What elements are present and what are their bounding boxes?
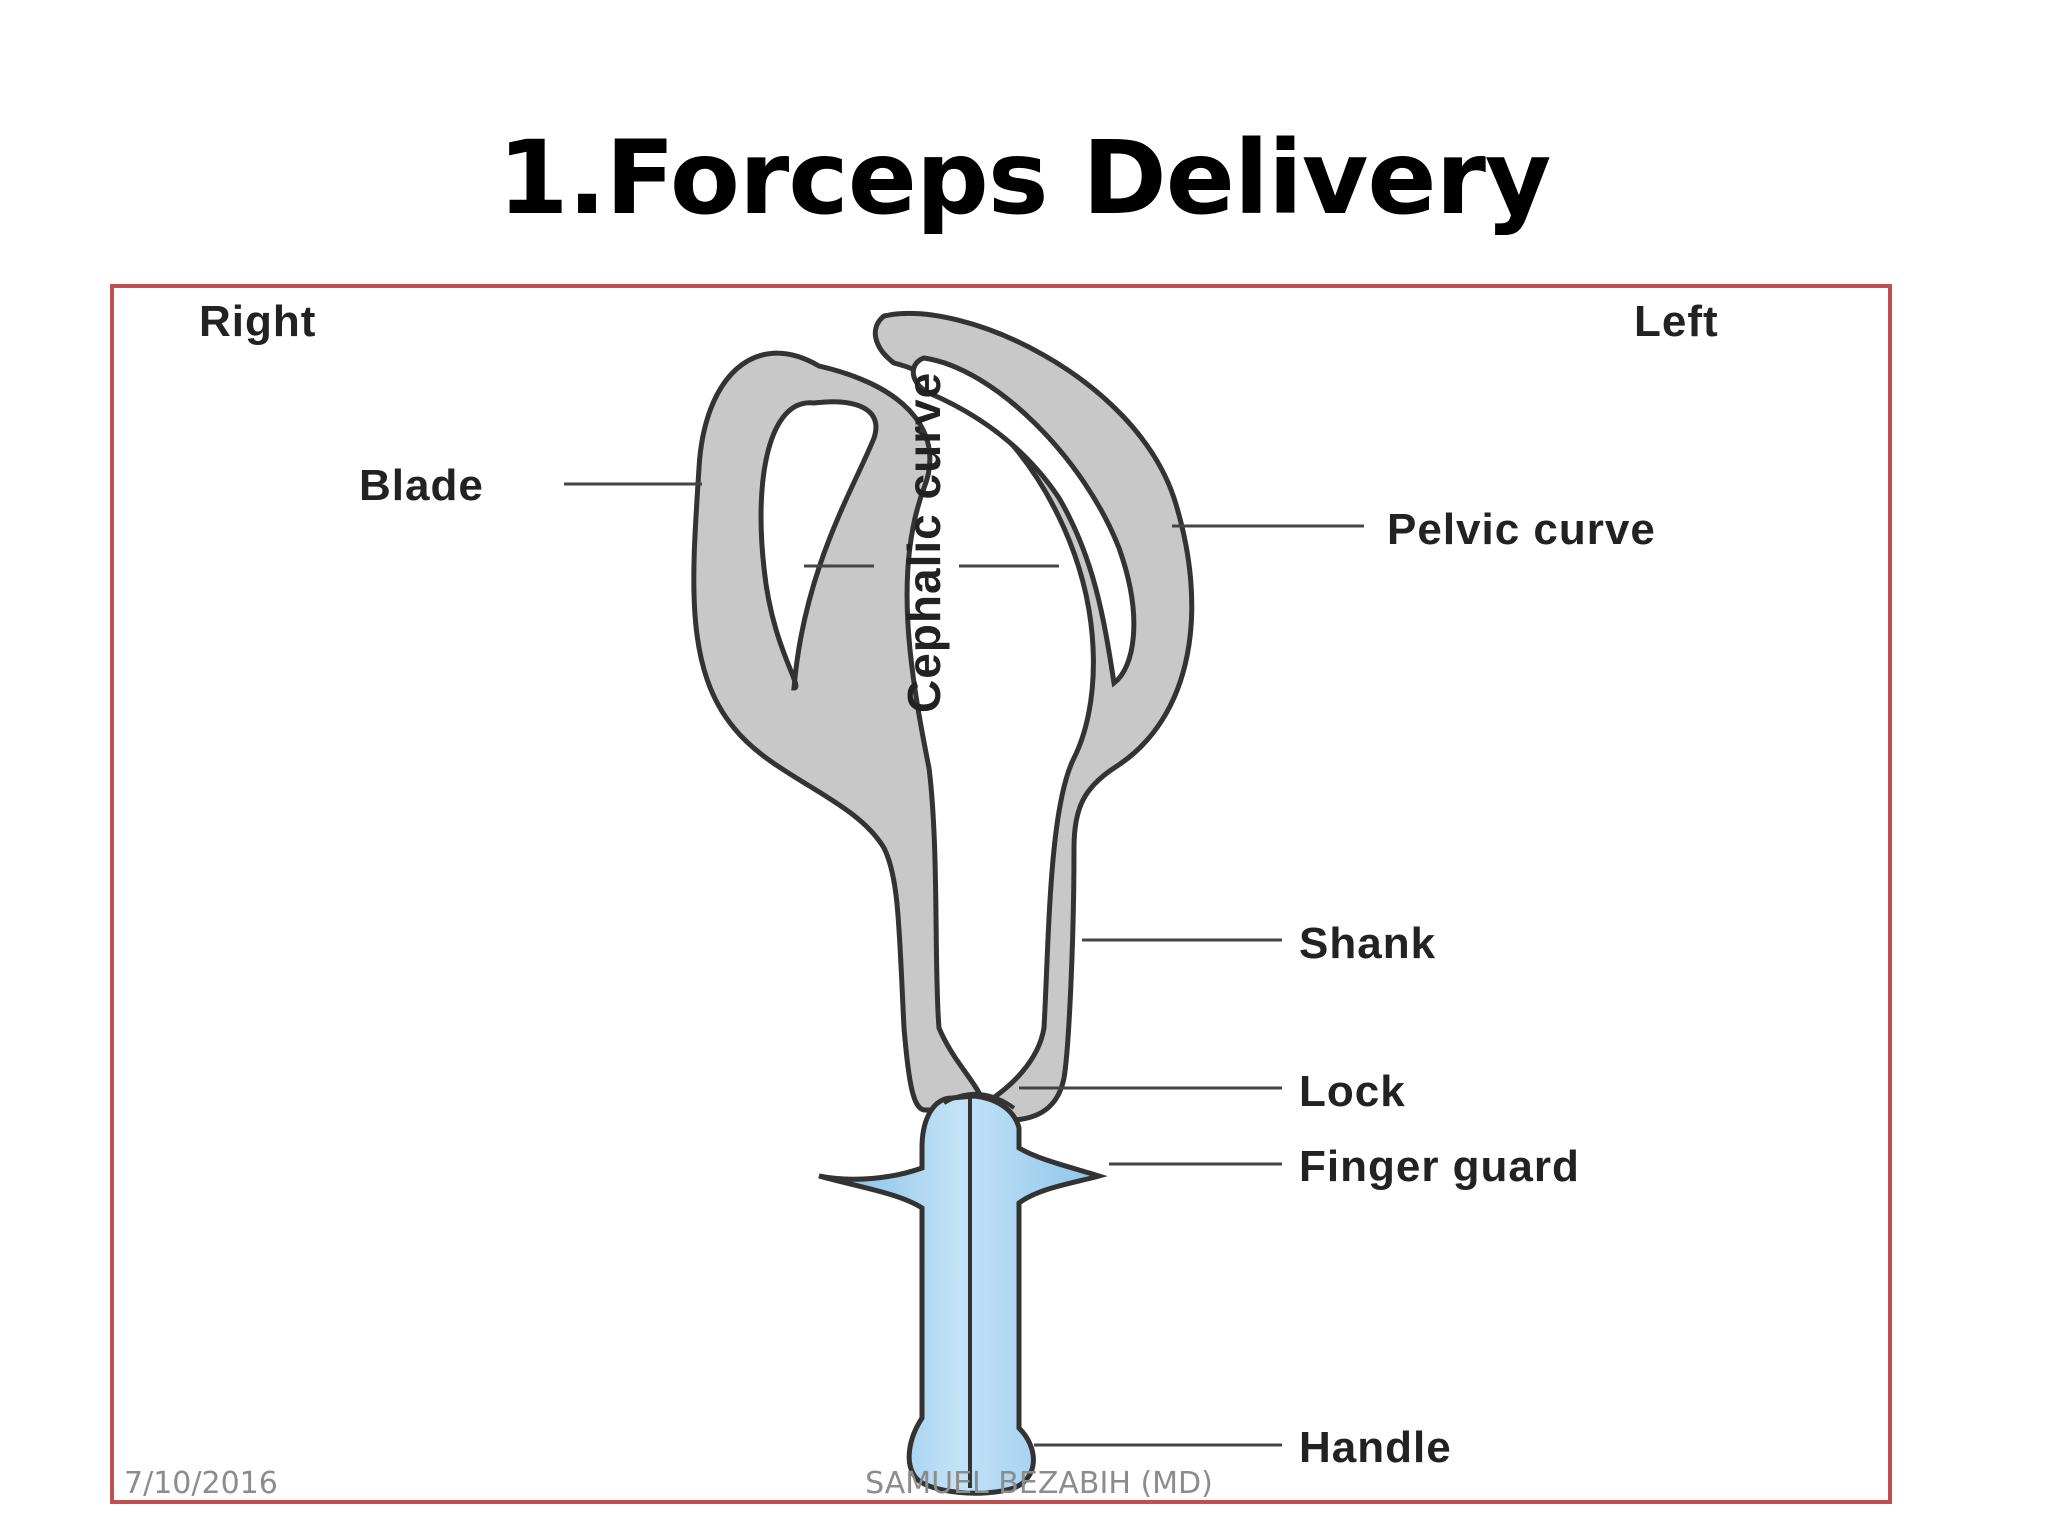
label-lock: Lock: [1299, 1067, 1406, 1116]
right-blade: [691, 350, 987, 1113]
forceps-illustration: Right Left Blade Pelvic curve Shank Lock…: [199, 297, 1719, 1496]
label-pelvic-curve: Pelvic curve: [1387, 505, 1656, 554]
slide-title: 1.Forceps Delivery: [497, 119, 1552, 238]
left-blade: [872, 310, 1195, 1123]
label-finger-guard: Finger guard: [1299, 1142, 1580, 1191]
label-left-side: Left: [1634, 297, 1719, 346]
footer-date: 7/10/2016: [124, 1466, 278, 1501]
label-handle: Handle: [1299, 1423, 1452, 1472]
footer-author: SAMUEL BEZABIH (MD): [865, 1466, 1213, 1501]
forceps-diagram: Right Left Blade Pelvic curve Shank Lock…: [110, 284, 1892, 1504]
label-blade: Blade: [359, 461, 484, 510]
label-cephalic-curve: Cephalic curve: [898, 372, 950, 713]
forceps-handle: [818, 1091, 1108, 1496]
label-shank: Shank: [1299, 919, 1436, 968]
leader-lines: [564, 482, 1364, 1447]
label-right-side: Right: [199, 297, 316, 346]
